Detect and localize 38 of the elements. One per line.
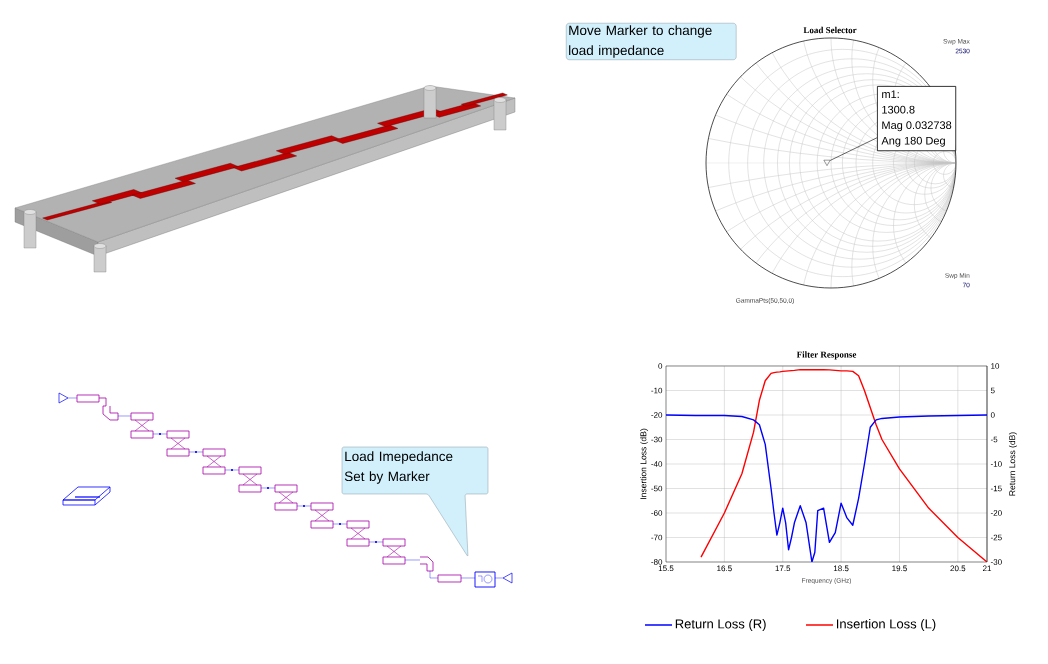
y2-tick-label: -5 (990, 436, 998, 443)
x-tick-label: 15.5 (658, 565, 674, 572)
y2-tick-label: -15 (990, 485, 1002, 492)
callout-box: Load Imepedance Set by Marker (341, 446, 489, 557)
legend-entry: Insertion Loss (L) (805, 618, 936, 632)
x-tick-label: 17.5 (775, 565, 791, 572)
y-tick-label: -70 (651, 534, 663, 541)
y-tick-label: -60 (651, 510, 663, 516)
x-tick-label: 18.5 (833, 565, 849, 572)
y2-tick-label: -20 (990, 510, 1002, 516)
y-tick-label: 0 (658, 363, 663, 369)
y-tick-label: -30 (651, 436, 663, 443)
legend-label: Return Loss (R) (675, 618, 766, 632)
y-tick-label: -50 (651, 485, 663, 492)
y2-tick-label: 10 (991, 363, 1000, 369)
marker-readout-box: m1: 1300.8 Mag 0.032738 Ang 180 Deg (877, 86, 957, 152)
x-tick-label: 16.5 (717, 565, 732, 572)
chart-title: Load Selector (803, 26, 857, 34)
x-tick-label: 19.5 (892, 565, 907, 572)
chart-title: Filter Response (796, 351, 857, 360)
x-tick-label: 20.5 (950, 565, 966, 572)
legend-entry: Return Loss (R) (644, 618, 766, 632)
y2-axis-title: Return Loss (dB) (1008, 432, 1017, 496)
y-tick-label: -10 (651, 387, 663, 394)
y2-tick-label: -25 (990, 534, 1002, 541)
y2-tick-label: 5 (990, 387, 995, 394)
marker-triangle (823, 159, 831, 166)
y2-tick-label: -30 (990, 559, 1002, 565)
leader-line (830, 137, 878, 161)
y-tick-label: -40 (651, 461, 663, 467)
y2-tick-label: -10 (990, 461, 1002, 467)
y-tick-label: -20 (651, 412, 663, 418)
y-tick-label: -80 (651, 559, 663, 565)
y2-tick-label: 0 (990, 412, 995, 418)
legend-label: Insertion Loss (L) (836, 618, 936, 632)
callout-box: Move Marker to change load impedance (566, 23, 737, 60)
x-tick-label: 21 (982, 565, 992, 572)
y-axis-title: Insertion Loss (dB) (640, 428, 649, 499)
